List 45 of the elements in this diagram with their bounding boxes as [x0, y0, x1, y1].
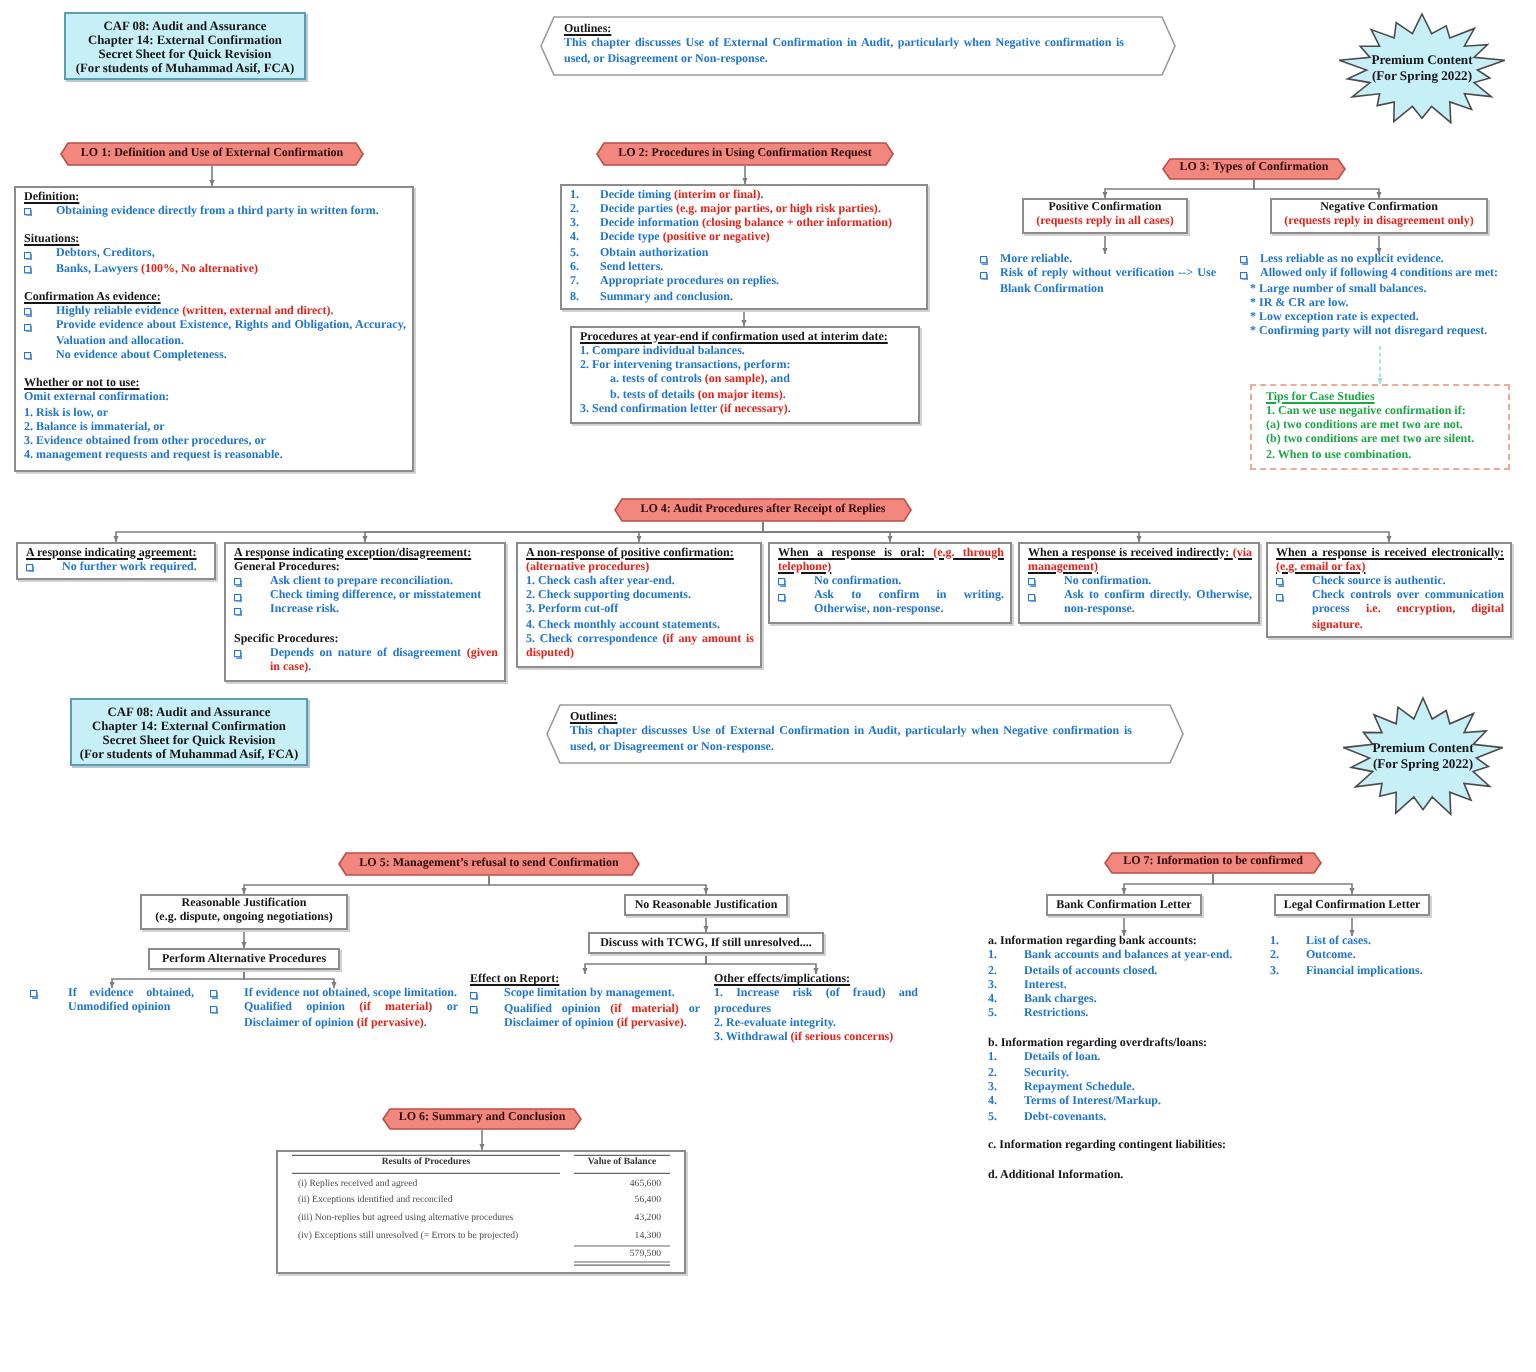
label-box	[140, 894, 348, 930]
content-box	[1018, 542, 1260, 625]
connector-arrow	[1349, 915, 1355, 937]
section-banner	[382, 1108, 582, 1130]
dashed-connector	[1377, 345, 1383, 385]
tips-box	[1250, 384, 1510, 471]
content-box	[768, 542, 1012, 625]
section-banner	[60, 142, 364, 166]
content-box	[1266, 542, 1512, 639]
connector-arrow	[1212, 873, 1355, 895]
content-box	[14, 186, 414, 472]
connector-arrow	[1121, 915, 1127, 937]
label-box	[1022, 198, 1188, 234]
label-box	[624, 894, 788, 916]
content-box	[570, 326, 920, 424]
connector-arrow	[742, 165, 748, 185]
content-box	[16, 542, 216, 581]
title-card	[64, 12, 306, 80]
outline-banner	[546, 704, 1184, 764]
title-card	[70, 698, 308, 766]
starburst-badge	[1340, 696, 1506, 820]
connector-arrow	[488, 875, 709, 895]
label-box	[1270, 198, 1488, 234]
section-banner	[596, 142, 894, 166]
connector-arrow	[243, 969, 337, 989]
connector-arrow	[741, 309, 747, 327]
content-box	[560, 184, 928, 311]
section-banner	[614, 498, 912, 522]
label-box	[1274, 894, 1430, 916]
connector-arrow	[1253, 179, 1382, 199]
starburst-badge	[1336, 12, 1508, 128]
connector-arrow	[705, 953, 819, 975]
connector-arrow	[703, 915, 709, 933]
section-banner	[1162, 158, 1346, 180]
outline-banner	[540, 16, 1176, 76]
section-banner	[338, 852, 640, 876]
connector-arrow	[479, 1129, 485, 1151]
section-banner	[1104, 852, 1322, 874]
connector-arrow	[209, 165, 215, 187]
table-frame	[276, 1150, 686, 1274]
label-box	[148, 948, 340, 970]
label-box	[588, 932, 824, 954]
label-box	[1046, 894, 1202, 916]
content-box	[516, 542, 762, 668]
content-box	[224, 542, 506, 682]
